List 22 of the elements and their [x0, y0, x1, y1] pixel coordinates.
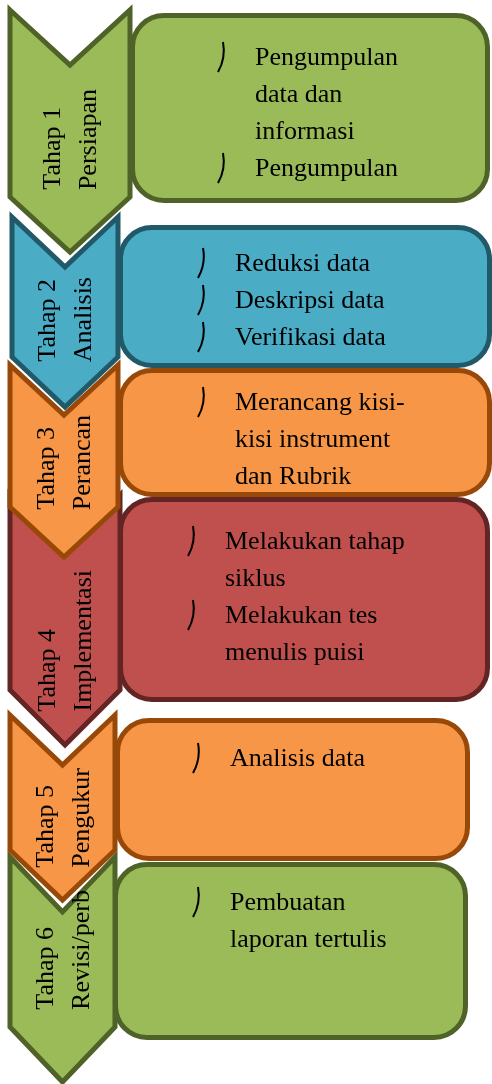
stage-label: Tahap 3 — [30, 427, 61, 510]
list-item-text: Analisis data — [230, 742, 367, 774]
stage-label: Tahap 6 — [28, 927, 60, 1010]
stage-label: Revisi/perb — [64, 890, 96, 1010]
stage-label: Tahap 5 — [28, 785, 60, 868]
list-item-text: Verifikasi data — [235, 321, 387, 353]
stage-label: Analisis — [67, 276, 98, 362]
stage-label: Implementasi — [67, 570, 98, 712]
list-item-text: Melakukan tahap siklus — [225, 525, 406, 594]
stage-label: Tahap 1 — [36, 107, 67, 190]
list-item-text: Merancang kisi-kisi instrument dan Rubrik — [235, 386, 406, 492]
list-item-text: Pembuatan laporan tertulis — [230, 886, 388, 955]
stage-label: Perancan — [66, 414, 97, 510]
stage-label: Persiapan — [72, 88, 103, 190]
list-item-text: Pengumpulan data dan informasi — [255, 41, 399, 147]
list-item-text: Pengumpulan — [255, 152, 399, 184]
list-item-text: Reduksi data — [235, 247, 372, 279]
stage-label: Tahap 4 — [31, 629, 62, 712]
stage-label: Tahap 2 — [31, 279, 62, 362]
stage-label: Pengukur — [64, 768, 96, 868]
list-item-text: Deskripsi data — [235, 284, 386, 316]
list-item-text: Melakukan tes menulis puisi — [225, 599, 379, 668]
